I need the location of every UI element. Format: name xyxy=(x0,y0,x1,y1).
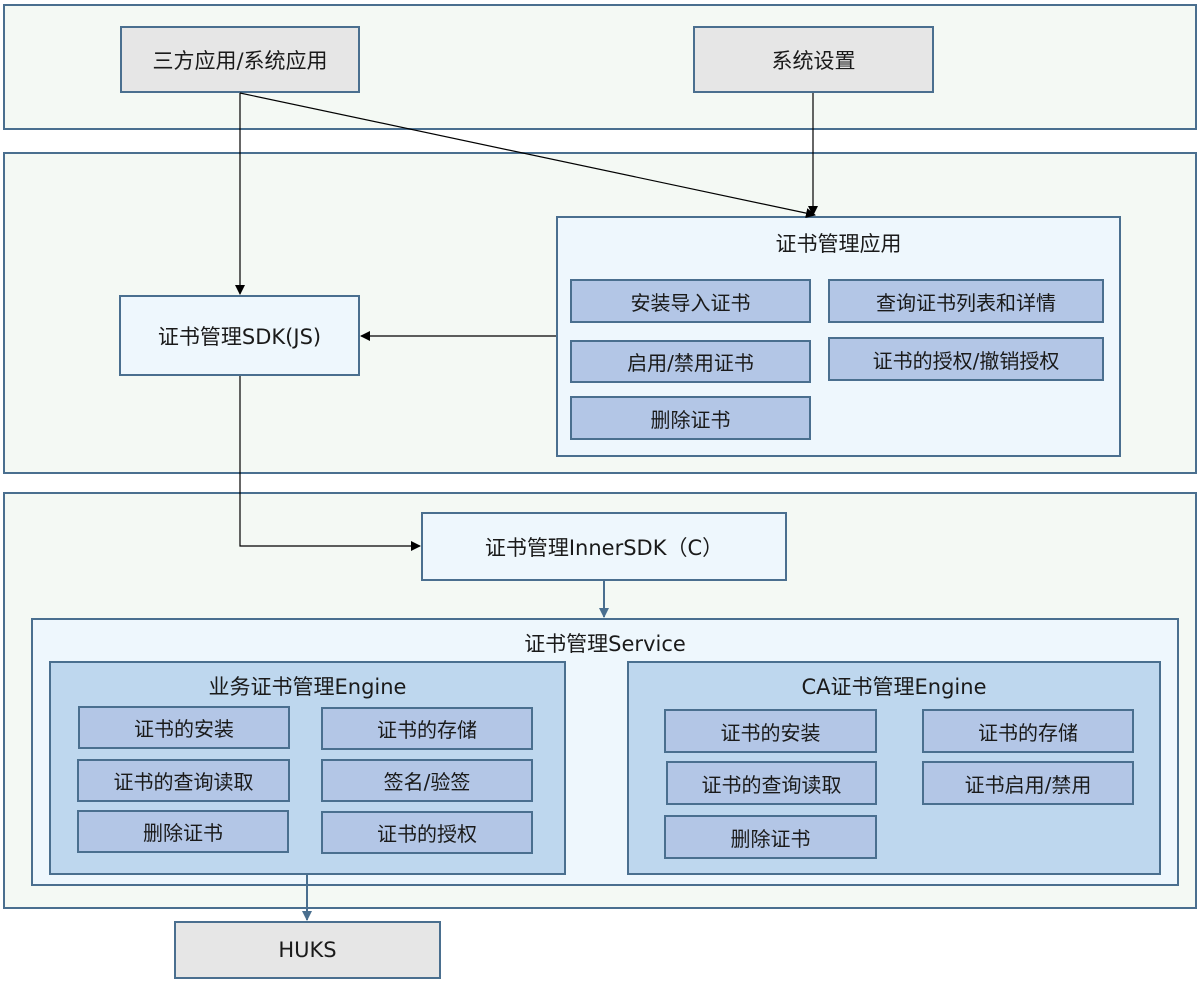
ca-engine-box: CA证书管理Engine 证书的安装 证书的存储 证书的查询读取 证书启用/禁用… xyxy=(627,661,1161,875)
third-party-app-box[interactable]: 三方应用/系统应用 xyxy=(120,26,360,93)
cert-sdk-js-label: 证书管理SDK(JS) xyxy=(157,324,322,349)
ca-item-install[interactable]: 证书的安装 xyxy=(664,709,877,753)
item-label: 证书启用/禁用 xyxy=(964,772,1092,797)
cert-app-title: 证书管理应用 xyxy=(775,232,902,256)
huks-box[interactable]: HUKS xyxy=(174,921,441,979)
ca-item-storage[interactable]: 证书的存储 xyxy=(922,709,1134,753)
ca-item-query[interactable]: 证书的查询读取 xyxy=(666,761,877,805)
item-label: 证书的授权/撤销授权 xyxy=(872,348,1060,373)
item-label: 证书的安装 xyxy=(720,720,821,745)
cert-app-item-delete[interactable]: 删除证书 xyxy=(570,396,811,440)
business-item-delete[interactable]: 删除证书 xyxy=(77,810,289,853)
business-item-install[interactable]: 证书的安装 xyxy=(78,706,290,749)
item-label: 删除证书 xyxy=(650,407,731,432)
business-item-storage[interactable]: 证书的存储 xyxy=(321,707,533,750)
cert-app-item-authorize[interactable]: 证书的授权/撤销授权 xyxy=(828,337,1104,381)
business-engine-title: 业务证书管理Engine xyxy=(208,675,407,699)
cert-service-title: 证书管理Service xyxy=(524,632,686,656)
business-item-query[interactable]: 证书的查询读取 xyxy=(77,759,290,802)
item-label: 证书的存储 xyxy=(377,718,477,742)
business-item-sign-verify[interactable]: 签名/验签 xyxy=(321,759,533,802)
business-item-authorize[interactable]: 证书的授权 xyxy=(321,811,533,854)
item-label: 签名/验签 xyxy=(383,770,471,794)
cert-app-item-install[interactable]: 安装导入证书 xyxy=(570,279,811,323)
item-label: 安装导入证书 xyxy=(630,290,751,315)
item-label: 删除证书 xyxy=(143,821,223,845)
item-label: 证书的授权 xyxy=(377,822,477,846)
business-engine-box: 业务证书管理Engine 证书的安装 证书的存储 证书的查询读取 签名/验签 删… xyxy=(49,661,566,875)
system-settings-box[interactable]: 系统设置 xyxy=(693,26,934,93)
item-label: 证书的存储 xyxy=(978,720,1078,745)
ca-engine-title: CA证书管理Engine xyxy=(801,675,987,699)
ca-item-enable-disable[interactable]: 证书启用/禁用 xyxy=(922,761,1134,805)
inner-sdk-box[interactable]: 证书管理InnerSDK（C） xyxy=(421,512,787,581)
item-label: 查询证书列表和详情 xyxy=(876,290,1056,315)
huks-label: HUKS xyxy=(278,938,337,962)
item-label: 启用/禁用证书 xyxy=(627,351,754,375)
cert-app-box: 证书管理应用 安装导入证书 查询证书列表和详情 启用/禁用证书 证书的授权/撤销… xyxy=(556,216,1121,457)
item-label: 证书的查询读取 xyxy=(113,770,254,794)
system-settings-label: 系统设置 xyxy=(771,48,856,73)
cert-app-item-enable-disable[interactable]: 启用/禁用证书 xyxy=(570,340,811,383)
cert-app-item-query[interactable]: 查询证书列表和详情 xyxy=(828,279,1104,323)
item-label: 证书的查询读取 xyxy=(701,772,842,797)
inner-sdk-label: 证书管理InnerSDK（C） xyxy=(484,535,724,560)
cert-sdk-js-box[interactable]: 证书管理SDK(JS) xyxy=(119,295,360,376)
third-party-app-label: 三方应用/系统应用 xyxy=(152,48,328,73)
item-label: 删除证书 xyxy=(730,826,811,851)
ca-item-delete[interactable]: 删除证书 xyxy=(664,815,877,859)
item-label: 证书的安装 xyxy=(134,717,234,741)
